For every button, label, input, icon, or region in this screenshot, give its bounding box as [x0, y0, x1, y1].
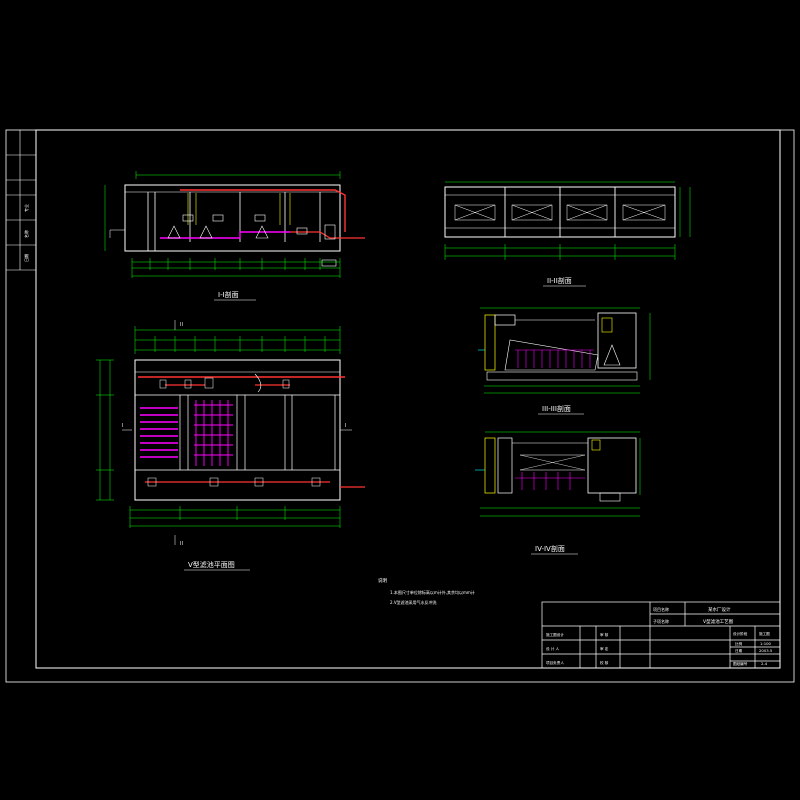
filter-cell-b-grid [194, 400, 233, 466]
title-block-grid [541, 601, 781, 669]
project-value: 某水厂设计 [708, 606, 731, 613]
section-3-title: III-III剖面 [542, 404, 571, 413]
strip-label-3: 日期 [23, 254, 29, 262]
stage-value: 施工图 [759, 631, 770, 636]
project-label: 项目名称 [653, 606, 669, 612]
strip-label-2: 名称 [23, 230, 29, 238]
sign-role-3: 项目负责人 [546, 660, 564, 665]
section-mark-1-left: I [122, 423, 123, 429]
notes-title: 说明 [378, 577, 387, 584]
plan-drawing [96, 320, 365, 545]
section-1-title: I-I剖面 [218, 290, 239, 299]
binding-strip [6, 130, 36, 271]
sheet-label: 图纸编号 [733, 661, 748, 666]
section-mark-1-right: I [345, 423, 346, 429]
scale-value: 1:100 [760, 641, 772, 646]
section-4-title: IV-IV剖面 [535, 544, 565, 553]
filter-cell-a-pipes [140, 407, 178, 458]
notes-line-2: 2.V型滤池采用气水反冲洗 [390, 599, 437, 605]
subitem-label: 子项名称 [653, 618, 669, 624]
section-mark-2-bottom: II [180, 541, 183, 547]
sheet-value: 2-4 [761, 661, 768, 666]
section-3-drawing [478, 307, 651, 394]
strip-label-1: 专业 [23, 204, 29, 212]
sign-role-1: 施工图设计 [546, 632, 564, 637]
stage-label: 设计阶段 [733, 631, 748, 636]
sign-role2-2: 审 定 [600, 646, 609, 651]
section-1-drawing [104, 171, 365, 278]
sign-role-2: 设 计 人 [546, 646, 559, 651]
section-2-drawing [444, 181, 691, 260]
sign-role2-3: 校 核 [600, 660, 609, 665]
date-value: 2003.5 [759, 648, 773, 653]
section-2-title: II-II剖面 [547, 276, 572, 285]
drawing-name: V型滤池工艺图 [703, 618, 734, 625]
inner-border [35, 129, 781, 669]
section-mark-2-top: II [180, 322, 183, 328]
notes-line-1: 1.本图尺寸单位除标高以m计外,其余均以mm计 [390, 589, 475, 595]
section-4-drawing [475, 431, 641, 517]
sign-role2-1: 审 核 [600, 632, 609, 637]
scale-label: 比例 [735, 641, 743, 646]
plan-title: V型滤池平面图 [188, 560, 235, 569]
date-label: 日期 [735, 648, 743, 653]
